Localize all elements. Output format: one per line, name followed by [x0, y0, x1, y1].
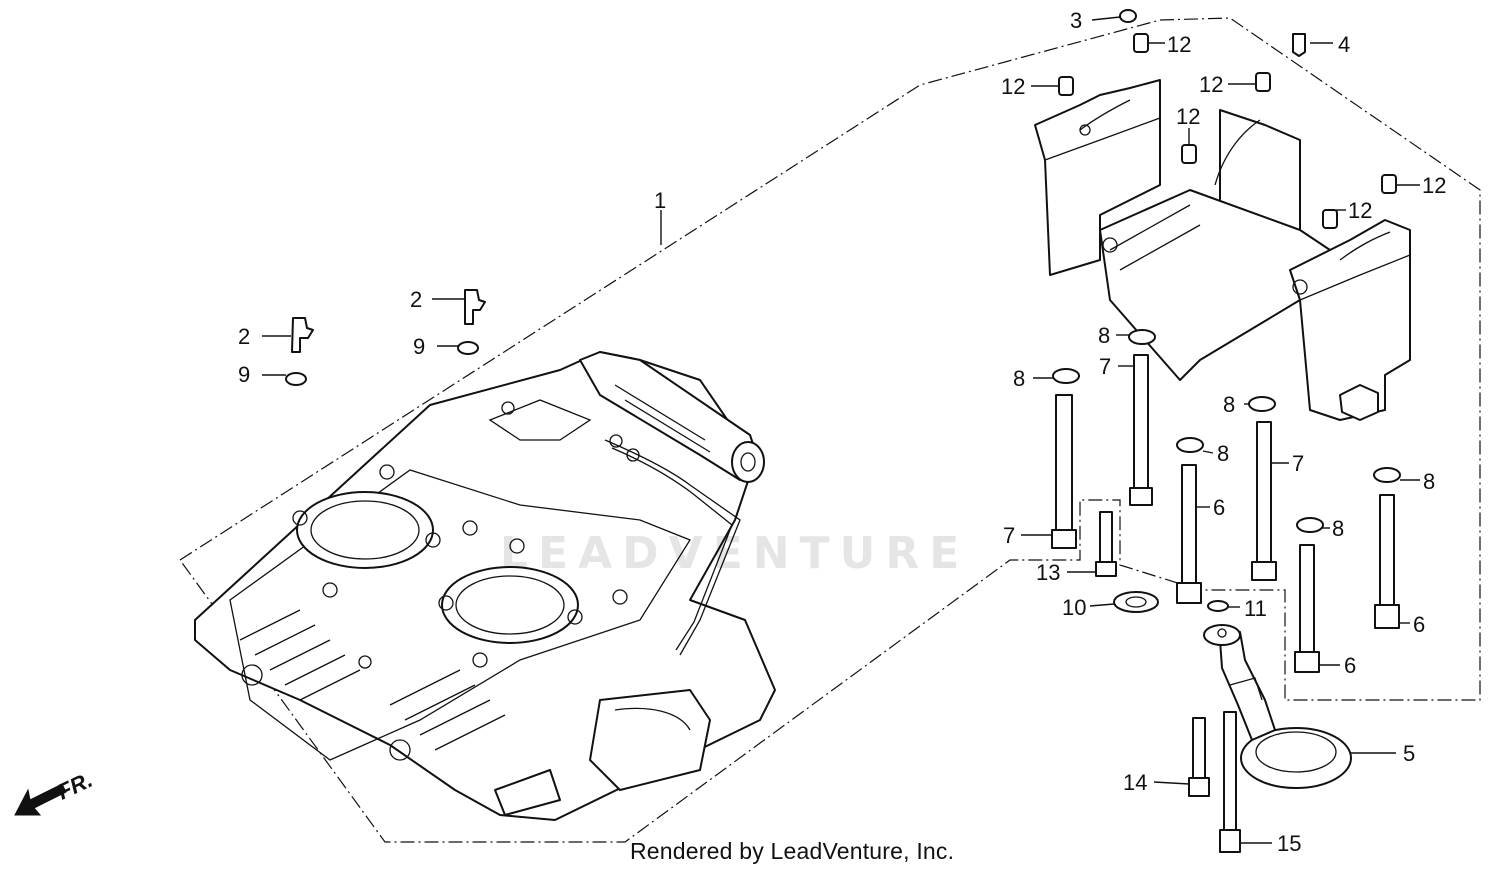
callout-12: 12: [1422, 173, 1446, 198]
bolt-13: [1095, 511, 1117, 577]
callout-8: 8: [1013, 366, 1025, 391]
plug-4: [1292, 33, 1306, 57]
callout-12: 12: [1167, 32, 1191, 57]
callout-4: 4: [1338, 32, 1350, 57]
gasket-10-inner: [1125, 596, 1147, 608]
callout-12: 12: [1176, 104, 1200, 129]
dowel-12: [1322, 209, 1338, 229]
washer-8: [1052, 368, 1080, 384]
callout-7: 7: [1099, 354, 1111, 379]
bolt-7-left: [1051, 394, 1077, 549]
dowel-12: [1381, 174, 1397, 194]
callout-labels: 1 2 2 3 4 5 6 6 6 7 7 7 8 8 8 8 8 8 9 9 …: [238, 8, 1446, 856]
callout-2: 2: [410, 287, 422, 312]
washer-8: [1176, 437, 1204, 453]
washer-9: [457, 341, 479, 355]
crank-holder: [1034, 79, 1411, 421]
washer-9: [285, 372, 307, 386]
washer-8: [1373, 467, 1401, 483]
callout-9: 9: [238, 362, 250, 387]
cap-3: [1119, 9, 1137, 23]
oil-strainer: [1203, 624, 1352, 789]
callout-8: 8: [1332, 516, 1344, 541]
callout-8: 8: [1098, 323, 1110, 348]
callout-3: 3: [1070, 8, 1082, 33]
bolt-7-mid: [1129, 354, 1153, 506]
callout-15: 15: [1277, 831, 1301, 856]
callout-7: 7: [1003, 523, 1015, 548]
front-label: FR.: [54, 767, 97, 805]
callout-9: 9: [413, 334, 425, 359]
fitting-2: [291, 317, 314, 353]
bolt-7-right: [1251, 421, 1277, 581]
callout-10: 10: [1062, 595, 1086, 620]
bolt-6-lower: [1294, 544, 1320, 673]
callout-6: 6: [1213, 495, 1225, 520]
callout-5: 5: [1403, 741, 1415, 766]
callout-8: 8: [1223, 392, 1235, 417]
callout-12: 12: [1348, 198, 1372, 223]
watermark: LEADVENTURE: [500, 528, 970, 579]
leader-lines: [262, 16, 1420, 844]
washer-8: [1248, 396, 1276, 412]
front-arrow-icon: [14, 783, 67, 816]
fitting-2: [464, 289, 486, 325]
callout-1: 1: [654, 188, 666, 213]
callout-6: 6: [1413, 612, 1425, 637]
callout-12: 12: [1001, 74, 1025, 99]
dowel-12: [1255, 72, 1271, 92]
bolt-15: [1219, 711, 1241, 853]
callout-14: 14: [1123, 770, 1147, 795]
bolt-14: [1188, 717, 1210, 797]
callout-12: 12: [1199, 72, 1223, 97]
oring-11: [1207, 600, 1229, 612]
dowel-12: [1181, 144, 1197, 164]
washer-8: [1296, 517, 1324, 533]
callout-2: 2: [238, 324, 250, 349]
bolts: [285, 9, 1401, 853]
dowel-12: [1133, 33, 1149, 53]
dowel-12: [1058, 76, 1074, 96]
callout-13: 13: [1036, 560, 1060, 585]
bolt-6-center: [1176, 464, 1202, 604]
callout-6: 6: [1344, 653, 1356, 678]
lower-crankcase: [194, 351, 776, 821]
front-arrow: FR.: [14, 767, 97, 816]
callout-7: 7: [1292, 451, 1304, 476]
callout-8: 8: [1423, 469, 1435, 494]
callout-11: 11: [1244, 596, 1267, 621]
callout-8: 8: [1217, 441, 1229, 466]
washer-8: [1128, 329, 1156, 345]
gasket-10: [1113, 591, 1159, 613]
credit-text: Rendered by LeadVenture, Inc.: [630, 838, 955, 864]
bolt-6-right: [1374, 494, 1400, 629]
